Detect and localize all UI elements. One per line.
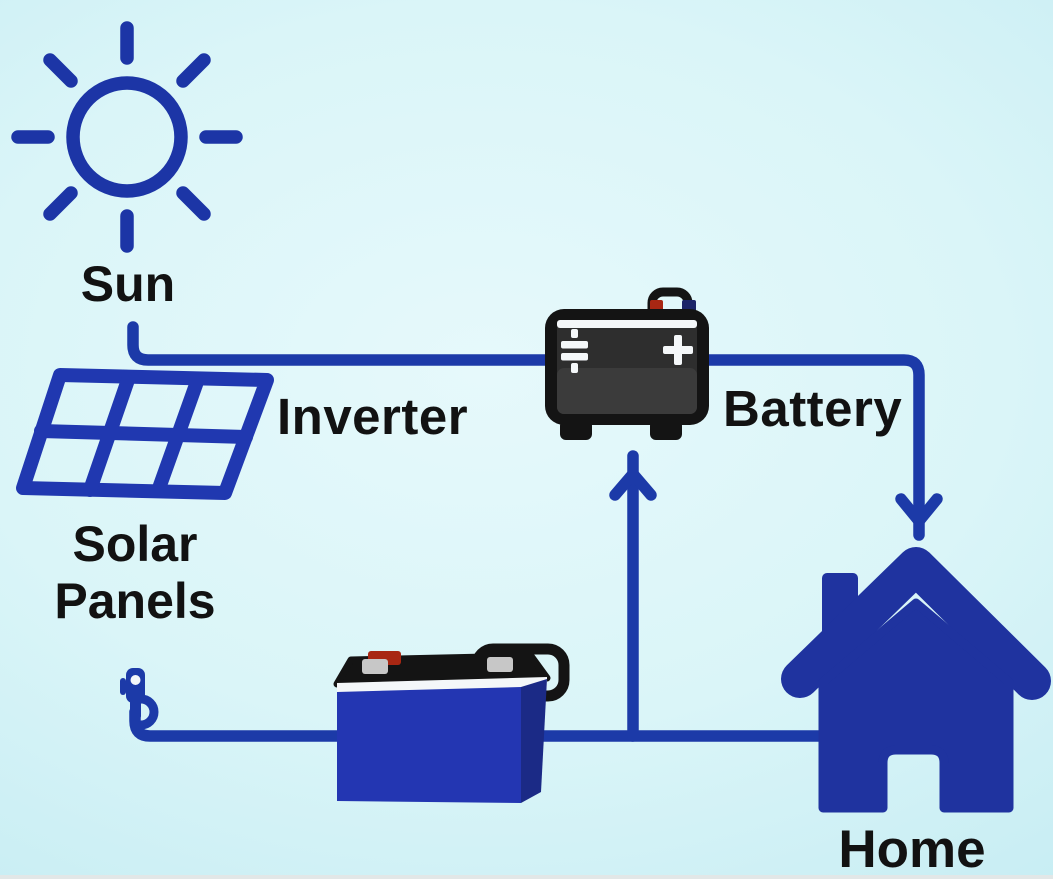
solar-panels-icon [16,368,274,500]
sun-ray [176,53,211,88]
plus-terminal-icon [663,335,693,365]
plug-hook [136,694,159,730]
plug-light [130,675,141,685]
up-arrow-icon [609,468,657,501]
storage-battery-terminal-metal [487,657,513,672]
plug-stem [130,699,141,719]
panel-grid-line [34,424,253,444]
battery-label: Battery [723,380,903,437]
down-arrow-icon [895,493,943,527]
charging-plug-icon [120,668,159,730]
home-icon [781,547,1051,813]
storage-battery-front [337,687,521,803]
home-body [818,598,1014,813]
home-roof [781,547,1051,700]
inverter-label: Inverter [277,388,469,445]
sun-ray [43,186,78,221]
storage-battery-icon [333,643,570,803]
plug-side-tab [120,678,126,695]
battery-icon [545,287,709,440]
bottom-edge-strip [0,875,1053,879]
sun-label: Sun [80,256,176,312]
sun-icon [11,21,243,253]
wire-plug-to-home [129,706,836,742]
storage-battery-terminal-metal [362,659,388,674]
minus-terminal-icon [561,329,588,373]
sun-core [66,76,188,198]
battery-top-strip [557,320,697,328]
wire-panel-to-home [127,321,925,541]
sun-ray [43,53,78,88]
battery-face-lower [557,368,697,414]
wires [127,321,943,742]
solar-panels-label: Solar Panels [54,516,216,629]
storage-battery-strip [337,677,547,694]
home-label: Home [838,820,986,879]
sun-ray [176,186,211,221]
plug-body [126,668,145,703]
storage-battery-side [521,679,547,803]
